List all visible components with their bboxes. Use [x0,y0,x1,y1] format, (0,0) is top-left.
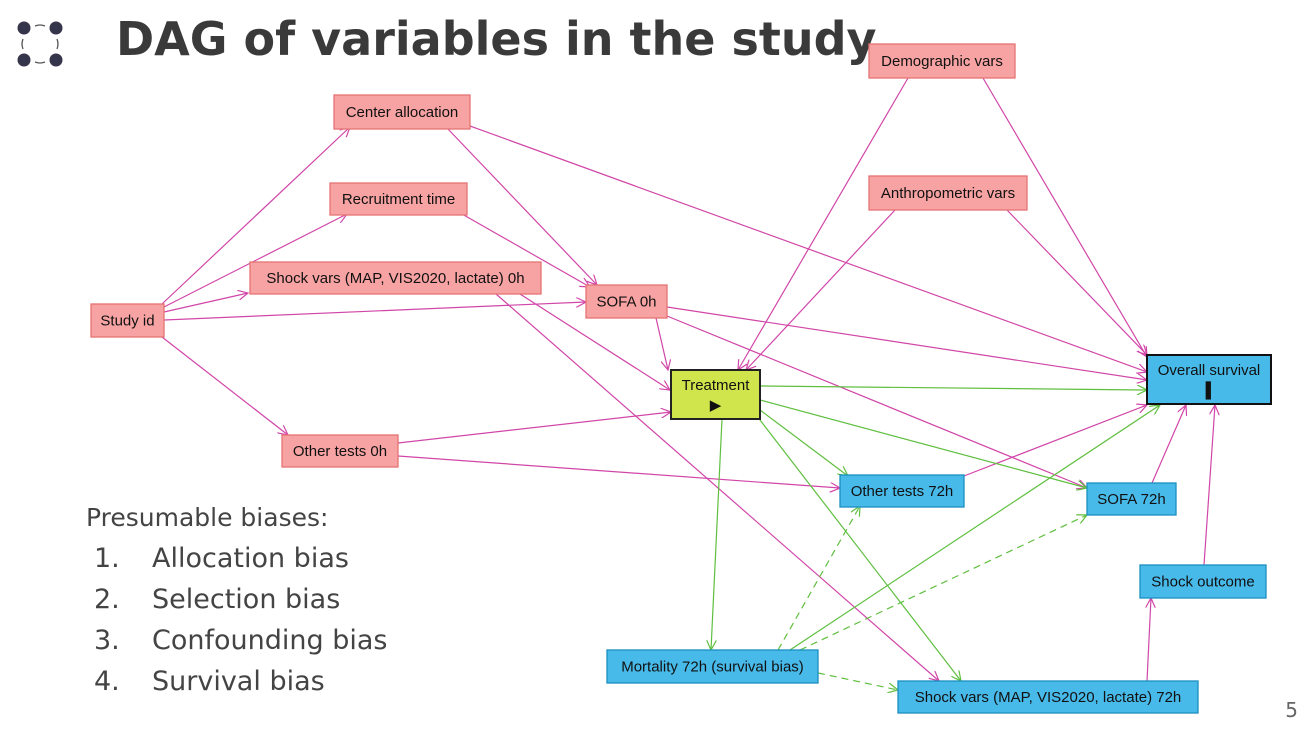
bias-label: Allocation bias [152,543,349,574]
bias-item: 1. Allocation bias [86,538,387,579]
node-box [249,261,542,295]
node-treatment: Treatment ▶ [670,369,761,420]
node-box [839,474,965,508]
node-sofa72: SOFA 72h [1086,482,1177,516]
node-box [670,369,761,420]
bias-number: 1. [94,543,120,574]
node-label: Demographic vars [881,53,1003,70]
node-label: Treatment [682,377,751,394]
bias-item: 4. Survival bias [86,661,387,702]
edge-sofa0-to-treatment [655,317,668,370]
node-survival: Overall survival ▌ [1146,354,1272,405]
edge-shock0-to-treatment [519,293,670,390]
node-other72: Other tests 72h [839,474,965,508]
node-shockout: Shock outcome [1139,564,1267,599]
edge-sofa0-to-sofa72 [666,315,1087,488]
edge-other0-to-treatment [397,412,671,444]
node-other0: Other tests 0h [281,434,399,468]
node-label: Shock outcome [1151,574,1254,591]
node-label: Shock vars (MAP, VIS2020, lactate) 72h [915,689,1182,706]
edge-treatment-to-other72 [759,409,848,476]
bias-label: Survival bias [152,666,325,697]
edges-layer [161,77,1215,690]
play-icon: ▶ [710,397,722,414]
edge-studyid-to-other0 [161,336,288,435]
edge-recruit-to-sofa0 [461,213,590,287]
node-demographic: Demographic vars [868,43,1016,79]
edge-sofa72-to-survival [1151,405,1186,484]
edge-studyid-to-sofa0 [163,302,586,321]
slide-title: DAG of variables in the study [116,12,877,66]
node-label: Overall survival [1158,362,1261,379]
edge-treatment-to-sofa72 [759,399,1087,488]
edge-sofa0-to-survival [666,306,1147,380]
edge-treatment-to-survival [759,386,1147,390]
edge-studyid-to-shock0 [163,293,248,313]
node-label: Anthropometric vars [881,185,1015,202]
edge-mort72-to-survival [789,405,1160,651]
node-label: Other tests 0h [293,443,387,460]
edge-demographic-to-treatment [738,77,909,370]
node-box [868,43,1016,79]
node-label: Center allocation [346,104,459,121]
node-box [897,680,1199,714]
edge-other72-to-survival [963,405,1147,477]
node-label: Shock vars (MAP, VIS2020, lactate) 0h [266,270,524,287]
edge-center-to-sofa0 [446,127,597,285]
edge-treatment-to-shock72 [759,419,961,681]
bias-label: Confounding bias [152,625,388,656]
edge-shock0-to-shock72 [495,293,939,681]
page-number: 5 [1285,698,1298,722]
node-box [868,175,1028,211]
bias-number: 4. [94,666,120,697]
node-box [1139,564,1267,599]
node-label: Other tests 72h [851,483,954,500]
node-box [90,303,165,338]
node-mort72: Mortality 72h (survival bias) [606,649,819,684]
node-box [1146,354,1272,405]
node-anthro: Anthropometric vars [868,175,1028,211]
node-shock0: Shock vars (MAP, VIS2020, lactate) 0h [249,261,542,295]
edge-treatment-to-mort72 [711,418,723,650]
edge-studyid-to-center [161,127,350,305]
biases-title: Presumable biases: [86,503,329,532]
node-label: Mortality 72h (survival bias) [621,659,804,676]
edge-studyid-to-recruit [161,214,347,309]
node-label: Recruitment time [342,191,455,208]
edge-shockout-to-survival [1203,405,1215,566]
bias-number: 3. [94,625,120,656]
bias-item: 2. Selection bias [86,579,387,620]
node-box [281,434,399,468]
node-box [585,284,668,319]
bias-number: 2. [94,584,120,615]
biases-list: Presumable biases: 1. Allocation bias 2. S… [86,503,387,702]
node-box [329,182,468,216]
node-label: SOFA 0h [596,294,656,311]
edge-anthro-to-treatment [746,209,896,370]
node-box [1086,482,1177,516]
node-studyid: Study id [90,303,165,338]
edge-shock72-to-shockout [1147,598,1151,682]
node-box [606,649,819,684]
node-label: SOFA 72h [1097,491,1165,508]
bias-item: 3. Confounding bias [86,620,387,661]
edge-mort72-to-other72 [777,506,860,651]
edge-mort72-to-sofa72 [799,515,1087,651]
node-center: Center allocation [333,94,471,130]
node-sofa0: SOFA 0h [585,284,668,319]
edge-mort72-to-shock72 [817,672,898,690]
four-dots-logo-icon [17,21,63,67]
bias-label: Selection bias [152,584,341,615]
node-box [333,94,471,130]
edge-anthro-to-survival [1006,209,1147,355]
node-label: Study id [100,313,154,330]
node-recruit: Recruitment time [329,182,468,216]
node-shock72: Shock vars (MAP, VIS2020, lactate) 72h [897,680,1199,714]
text-cursor-icon: ▌ [1206,381,1217,400]
edge-other0-to-other72 [397,455,840,488]
edge-demographic-to-survival [982,77,1147,357]
